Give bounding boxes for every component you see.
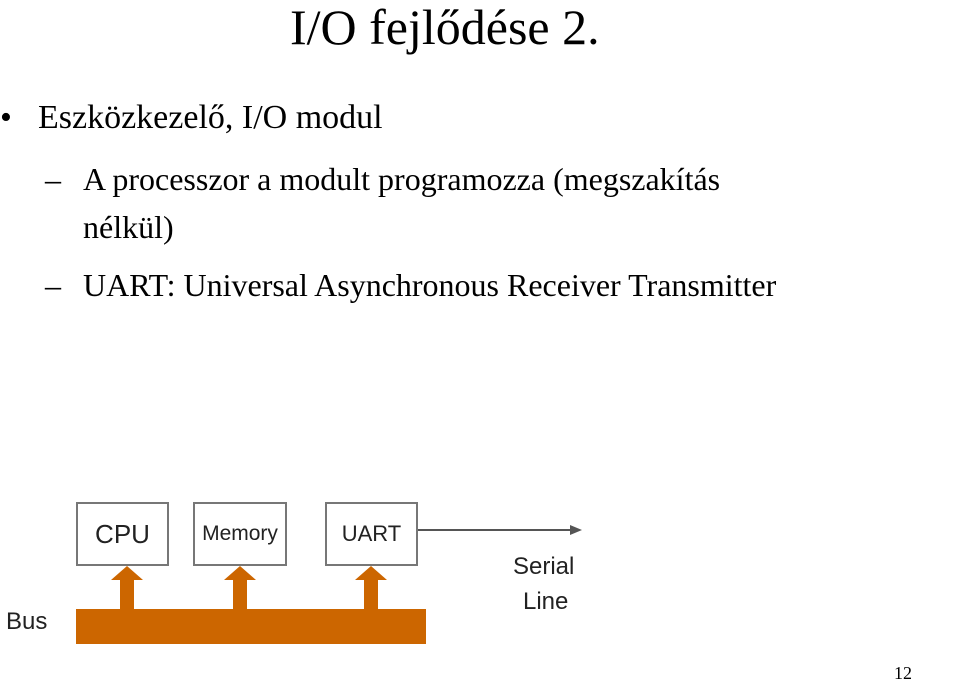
page-number: 12 [894, 663, 912, 683]
serial-line-arrowhead [570, 525, 582, 535]
bullet-text: Eszközkezelő, I/O modul [38, 99, 383, 136]
memory-label: Memory [202, 522, 278, 545]
subbullet-1: –A processzor a modult programozza (megs… [45, 160, 720, 198]
slide-title: I/O fejlődése 2. [290, 0, 600, 55]
cpu-label: CPU [95, 518, 150, 549]
uart-box: UART [325, 502, 418, 566]
subbullet-2-text: UART: Universal Asynchronous Receiver Tr… [83, 267, 777, 303]
subbullet-1-continuation: nélkül) [83, 209, 174, 245]
line-label: Line [523, 588, 569, 615]
dash-marker: – [45, 161, 61, 197]
uart-label: UART [341, 521, 402, 546]
bullet-item: • Eszközkezelő, I/O modul [0, 98, 383, 138]
subbullet-1-text: A processzor a modult programozza (megsz… [83, 161, 721, 197]
dash-marker: – [45, 267, 61, 303]
subbullet-2: –UART: Universal Asynchronous Receiver T… [45, 266, 776, 304]
bus-bar [76, 609, 426, 644]
bus-arrow-memory [224, 566, 256, 609]
bullet-marker: • [0, 99, 12, 136]
bus-arrow-uart [355, 566, 387, 609]
bus-arrow-cpu [111, 566, 143, 609]
memory-box: Memory [193, 502, 287, 566]
serial-label: Serial [513, 553, 575, 580]
cpu-box: CPU [76, 502, 169, 566]
bus-label: Bus [6, 608, 48, 635]
